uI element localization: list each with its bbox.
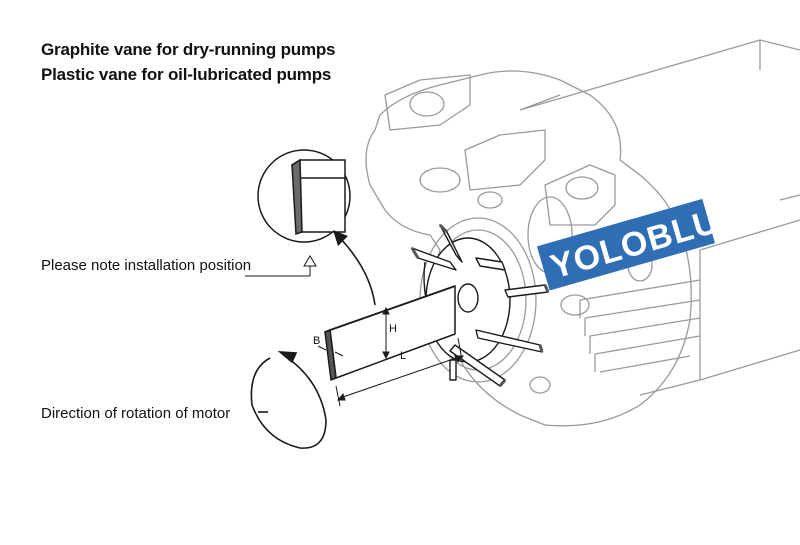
vane xyxy=(324,285,456,381)
dimension-h: H xyxy=(389,323,397,335)
bolt-hole-right xyxy=(565,176,599,200)
watermark-text: YOLOBLUE xyxy=(546,196,746,287)
rotation-arrow xyxy=(250,351,327,449)
installation-callout: Please note installation position xyxy=(41,257,252,274)
rotor-vanes xyxy=(410,223,550,387)
detail-vane-edge xyxy=(291,158,303,236)
bolt-hole-top-left xyxy=(409,91,445,117)
detail-zoom xyxy=(257,149,351,243)
installation-leader xyxy=(245,255,317,277)
detail-arrow xyxy=(333,230,376,306)
rotation-callout: Direction of rotation of motor xyxy=(41,405,231,422)
dimension-b: B xyxy=(313,335,320,347)
title-line-1: Graphite vane for dry-running pumps xyxy=(41,40,336,59)
up-arrow-icon xyxy=(303,255,317,267)
rotor-shaft-hole xyxy=(457,283,479,313)
dimension-l: L xyxy=(400,350,406,362)
watermark-badge xyxy=(536,198,715,291)
title-line-2: Plastic vane for oil-lubricated pumps xyxy=(41,65,332,84)
dimension-lines xyxy=(317,306,465,407)
watermark-logo: YOLOBLUE xyxy=(536,196,746,291)
